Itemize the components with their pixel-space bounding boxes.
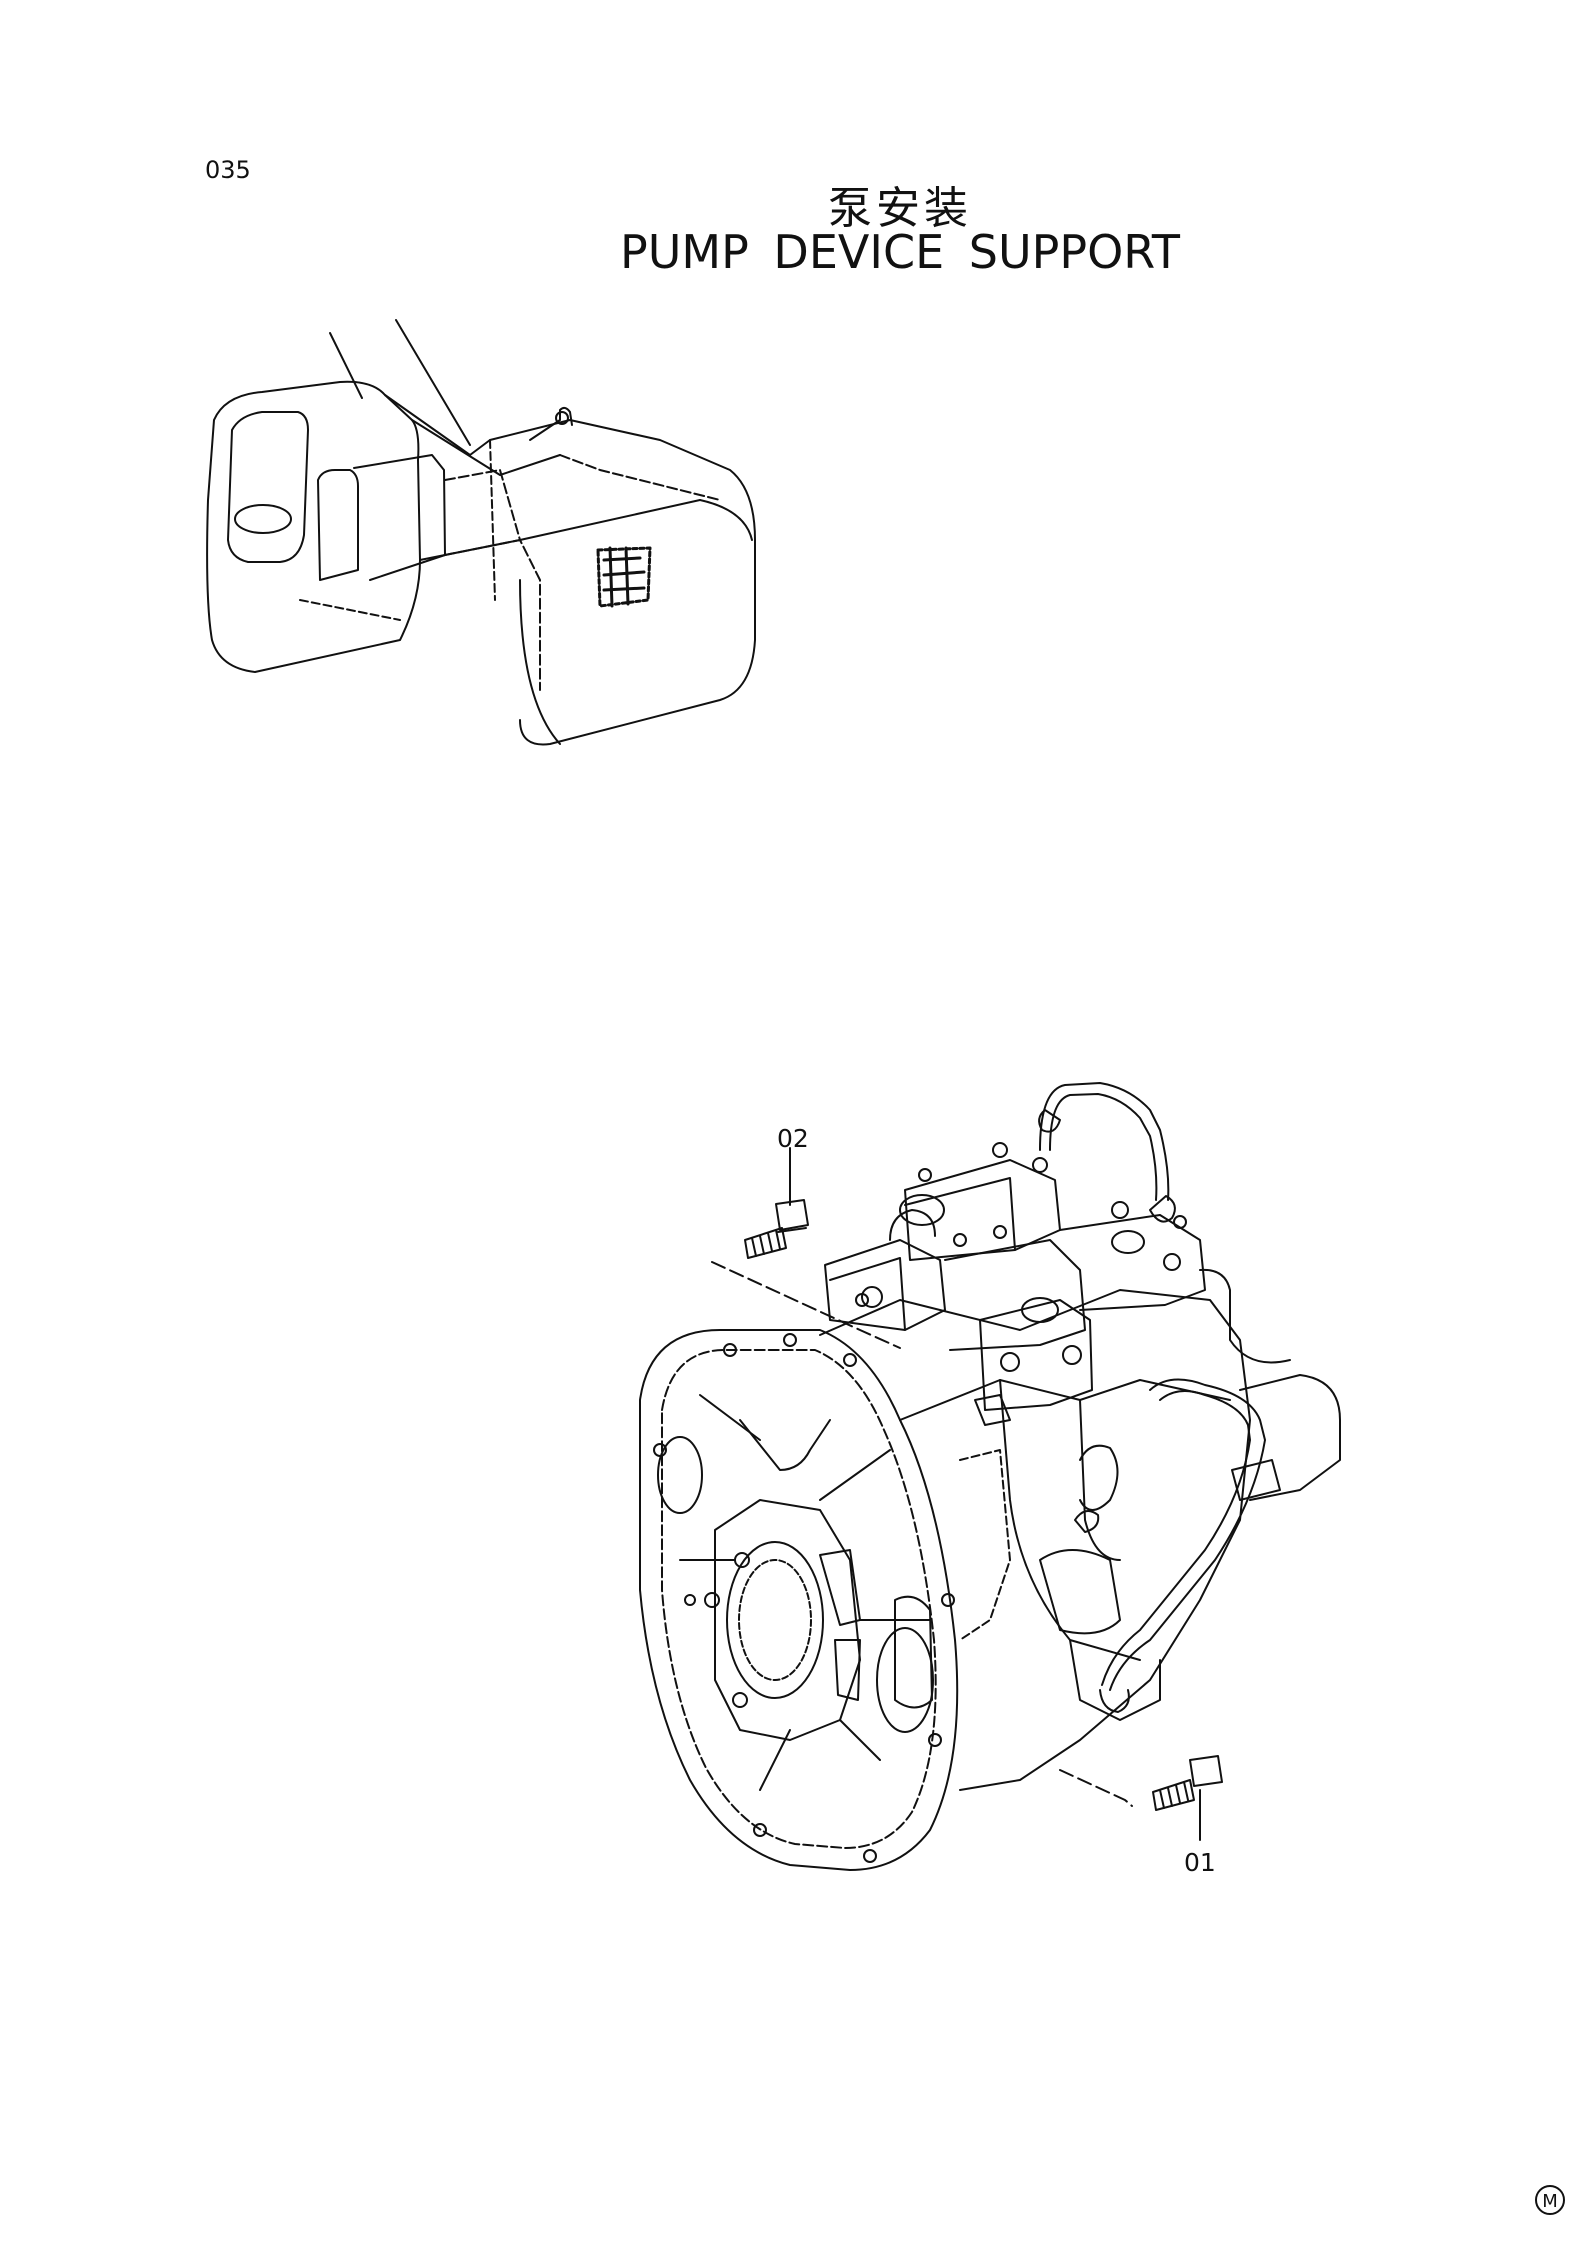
callout-label-01: 01 xyxy=(1184,1848,1216,1877)
title-chinese: 泵安装 xyxy=(828,183,972,234)
page-number: 035 xyxy=(205,156,251,184)
excavator-overview-drawing xyxy=(206,319,756,746)
pump-assembly-drawing xyxy=(639,1082,1341,1871)
callout-02-bolt-drawing xyxy=(711,1147,901,1349)
callout-01-bolt-drawing xyxy=(1059,1755,1223,1841)
callout-label-02: 02 xyxy=(777,1124,809,1153)
title-english: PUMP DEVICE SUPPORT xyxy=(619,225,1181,279)
circled-m-mark: M xyxy=(1535,2185,1565,2215)
